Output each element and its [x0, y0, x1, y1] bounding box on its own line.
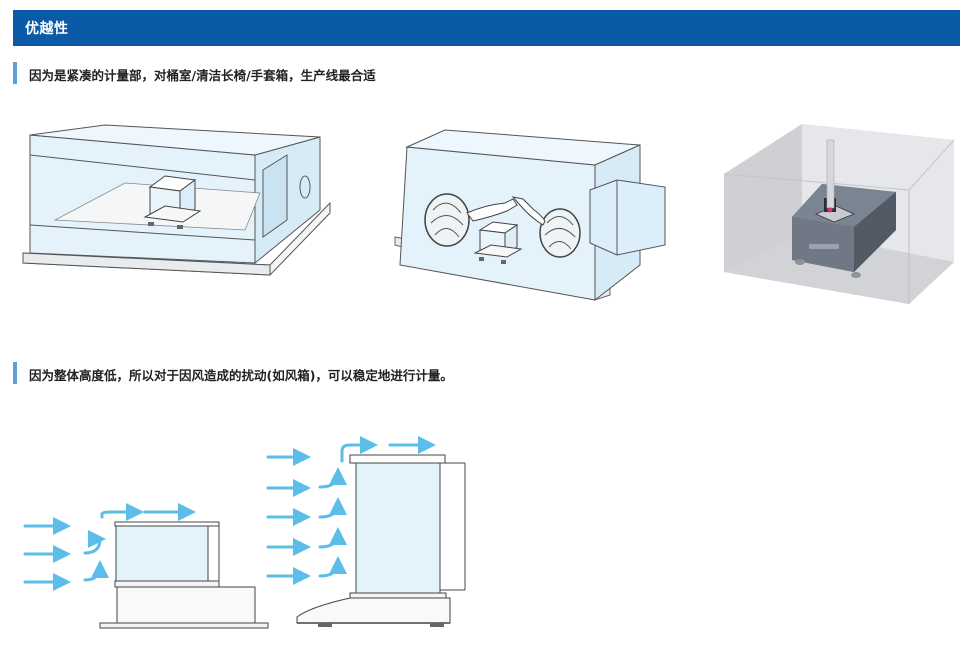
section-text-low-height: 因为整体高度低，所以对于因风造成的扰动(如风箱)，可以稳定地进行计量。	[29, 368, 453, 383]
header-bar: 优越性	[13, 10, 960, 46]
section-accent-bar	[13, 362, 17, 384]
section-accent-bar	[13, 62, 17, 84]
clean-bench-illustration	[22, 124, 331, 276]
page-title: 优越性	[25, 21, 69, 37]
airflow-comparison-illustration	[23, 436, 466, 629]
production-line-illustration	[723, 124, 955, 304]
section-text-compact: 因为是紧凑的计量部，对桶室/清洁长椅/手套箱，生产线最合适	[29, 68, 376, 83]
glove-box-illustration	[394, 129, 666, 302]
